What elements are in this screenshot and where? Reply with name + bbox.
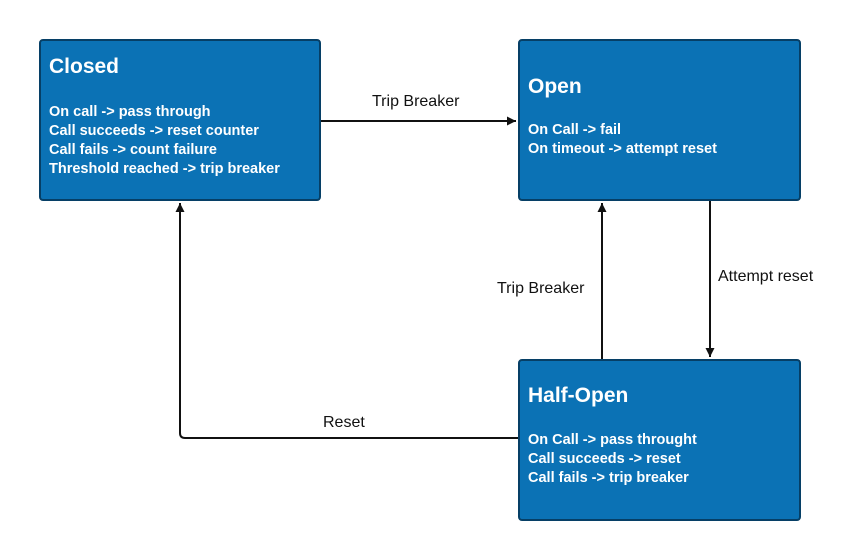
state-half-open-title: Half-Open (528, 384, 629, 407)
state-open-action: On Call -> fail (528, 122, 622, 138)
state-closed-action: Threshold reached -> trip breaker (49, 161, 280, 177)
state-closed-title: Closed (49, 55, 120, 78)
state-closed-action: Call fails -> count failure (49, 142, 217, 158)
state-open-actions: On Call -> fail On timeout -> attempt re… (528, 121, 791, 159)
state-half-open-action: Call fails -> trip breaker (528, 470, 689, 486)
state-closed: Closed On call -> pass through Call succ… (39, 39, 321, 201)
state-closed-action: On call -> pass through (49, 104, 211, 120)
state-closed-action: Call succeeds -> reset counter (49, 123, 259, 139)
state-open: Open On Call -> fail On timeout -> attem… (518, 39, 801, 201)
label-half-open-to-open: Trip Breaker (497, 280, 585, 297)
state-half-open-actions: On Call -> pass throught Call succeeds -… (528, 431, 791, 488)
label-closed-to-open: Trip Breaker (372, 93, 460, 110)
state-open-title: Open (528, 75, 582, 98)
label-open-to-half-open: Attempt reset (718, 268, 814, 285)
state-half-open-action: On Call -> pass throught (528, 432, 697, 448)
state-half-open: Half-Open On Call -> pass throught Call … (518, 359, 801, 521)
state-open-action: On timeout -> attempt reset (528, 141, 717, 157)
state-closed-actions: On call -> pass through Call succeeds ->… (49, 103, 311, 179)
label-half-open-to-closed: Reset (323, 414, 365, 431)
state-half-open-action: Call succeeds -> reset (528, 451, 681, 467)
edge-half-open-to-closed (175, 203, 518, 439)
